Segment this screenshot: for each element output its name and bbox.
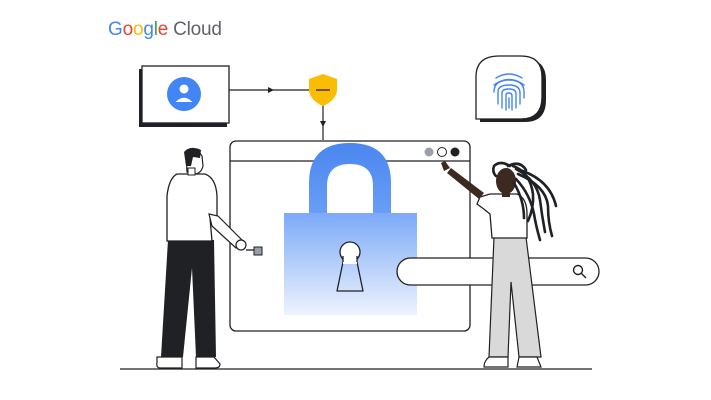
search-icon [572, 264, 587, 279]
logo-letter-o2: o [132, 19, 144, 40]
padlock-icon [284, 143, 417, 315]
fingerprint-badge [475, 55, 546, 122]
window-dot-gray [424, 147, 434, 157]
fingerprint-icon [493, 73, 525, 111]
person-with-key [156, 147, 263, 369]
logo-letter-o1: o [122, 19, 134, 40]
key-icon [246, 246, 263, 256]
logo-letter-g: G [108, 19, 123, 40]
keyhole-icon [336, 241, 364, 292]
user-avatar-icon [167, 77, 201, 111]
window-dot-white [437, 147, 447, 157]
logo-letter-e: e [157, 19, 169, 40]
logo-letter-g2: g [143, 19, 154, 40]
logo-letter-l: l [153, 19, 158, 40]
security-shield-icon [309, 74, 337, 106]
flow-connector [229, 87, 326, 140]
window-dot-black [450, 147, 460, 157]
user-card [139, 65, 230, 127]
hair-locs [492, 161, 558, 242]
person-pointing [441, 161, 558, 368]
logo-product-word: Cloud [173, 19, 222, 40]
